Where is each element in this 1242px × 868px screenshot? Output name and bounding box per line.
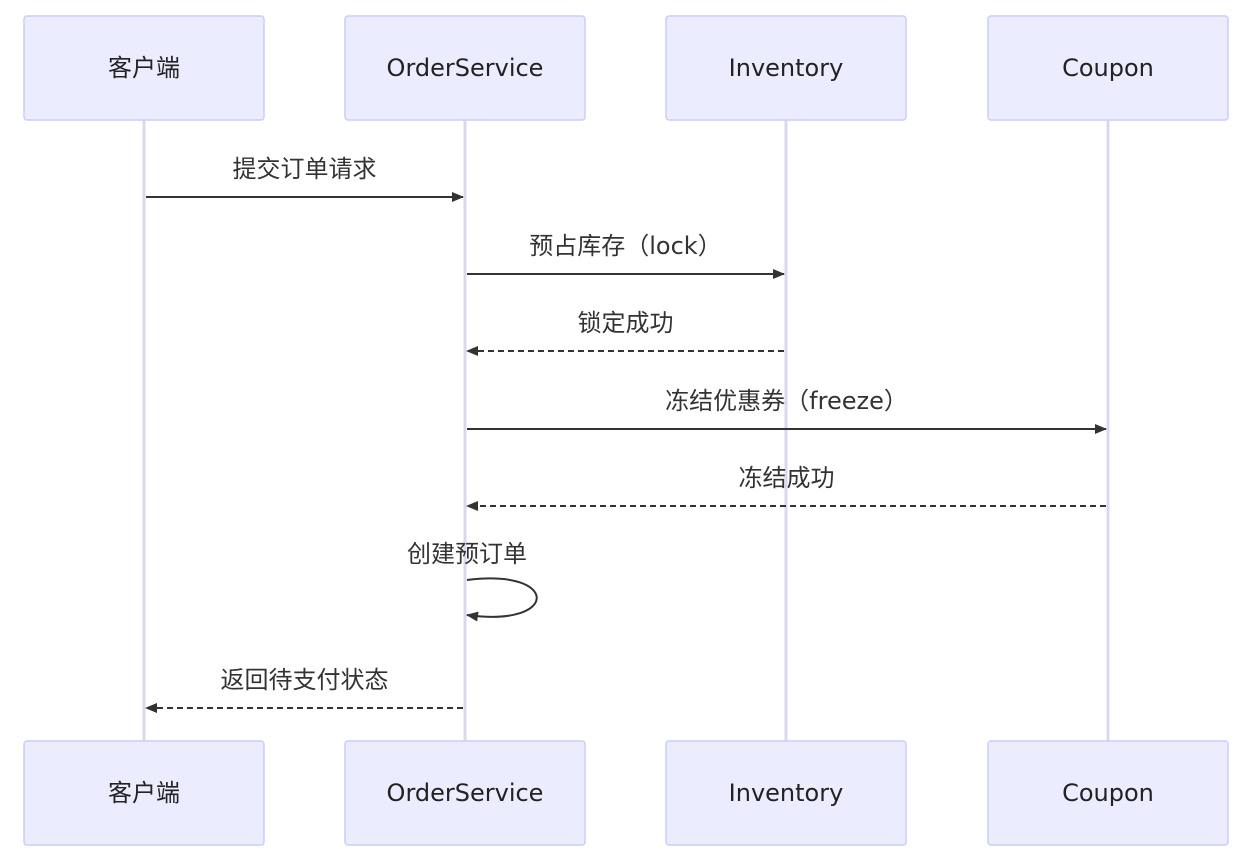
actor-box	[23, 15, 265, 121]
message-label: 冻结成功	[739, 464, 835, 492]
actor-label: Inventory	[729, 54, 844, 82]
actor-client-bottom: 客户端	[23, 740, 265, 846]
actor-order-top: OrderService	[344, 15, 586, 121]
actor-order-bottom: OrderService	[344, 740, 586, 846]
self-message-arrow	[466, 577, 538, 622]
actor-label: OrderService	[387, 779, 544, 807]
message-3: 锁定成功	[466, 309, 784, 356]
actor-inventory-top: Inventory	[665, 15, 907, 121]
lifelines	[142, 120, 1110, 741]
actor-box	[987, 740, 1229, 846]
actor-label: Coupon	[1062, 54, 1154, 82]
message-7: 返回待支付状态	[145, 666, 463, 713]
actor-box	[344, 15, 586, 121]
actor-box	[665, 740, 907, 846]
actor-coupon-bottom: Coupon	[987, 740, 1229, 846]
actor-box	[665, 15, 907, 121]
message-label: 锁定成功	[578, 309, 674, 337]
actors-top: 客户端 OrderService Inventory Coupon	[23, 15, 1229, 121]
message-1: 提交订单请求	[146, 155, 464, 202]
actor-label: OrderService	[387, 54, 544, 82]
message-4: 冻结优惠券（freeze）	[467, 387, 1107, 434]
actor-label: Coupon	[1062, 779, 1154, 807]
actor-label: Inventory	[729, 779, 844, 807]
actor-inventory-bottom: Inventory	[665, 740, 907, 846]
actor-label: 客户端	[108, 54, 180, 82]
message-label: 冻结优惠券（freeze）	[665, 387, 908, 415]
message-6: 创建预订单	[407, 540, 538, 622]
actor-client-top: 客户端	[23, 15, 265, 121]
message-5: 冻结成功	[466, 464, 1106, 511]
actor-box	[344, 740, 586, 846]
actor-box	[987, 15, 1229, 121]
message-label: 提交订单请求	[233, 155, 377, 183]
message-label: 预占库存（lock）	[529, 232, 721, 260]
message-2: 预占库存（lock）	[467, 232, 785, 279]
message-label: 返回待支付状态	[221, 666, 389, 694]
actor-label: 客户端	[108, 779, 180, 807]
actor-box	[23, 740, 265, 846]
message-label: 创建预订单	[407, 540, 527, 568]
actors-bottom: 客户端 OrderService Inventory Coupon	[23, 740, 1229, 846]
actor-coupon-top: Coupon	[987, 15, 1229, 121]
